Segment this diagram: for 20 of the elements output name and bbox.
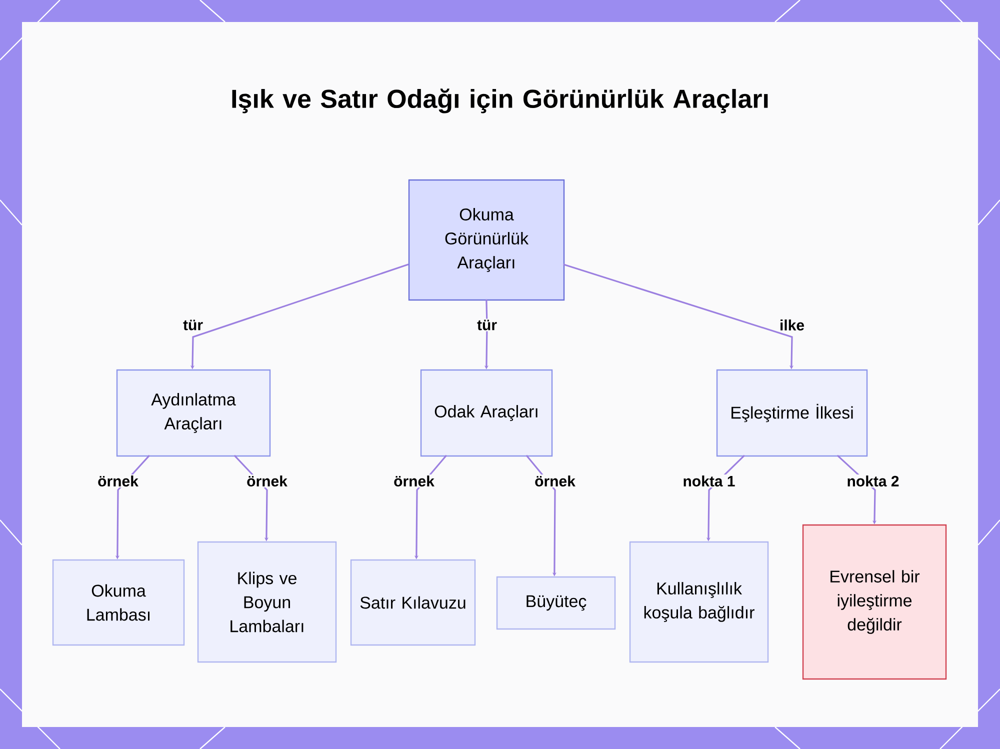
edge-label: örnek [392, 474, 436, 488]
edge-label: nokta 1 [682, 474, 736, 488]
edge-label: örnek [96, 474, 140, 488]
concept-box: Okuma Görünürlük Araçları [408, 179, 565, 301]
edge-label: ilke [778, 318, 806, 332]
concept-box: Odak Araçları [420, 369, 553, 457]
edge-label: tür [476, 318, 498, 332]
title: Işık ve Satır Odağı için Görünürlük Araçları [232, 88, 768, 114]
edge-label: örnek [534, 474, 576, 488]
warning-box: Evrensel bir iyileştirme değildir [802, 524, 947, 680]
concept-box: Okuma Lambası [52, 559, 185, 646]
edge-label: örnek [246, 474, 288, 488]
edge-label: nokta 2 [846, 474, 900, 488]
concept-box: Eşleştirme İlkesi [716, 369, 868, 457]
concept-box: Büyüteç [496, 576, 616, 630]
concept-box: Kullanışlılık koşula bağlıdır [629, 541, 769, 663]
concept-box: Klips ve Boyun Lambaları [197, 541, 337, 663]
edge-label: tür [182, 318, 204, 332]
concept-box: Satır Kılavuzu [350, 559, 476, 646]
concept-box: Aydınlatma Araçları [116, 369, 271, 457]
